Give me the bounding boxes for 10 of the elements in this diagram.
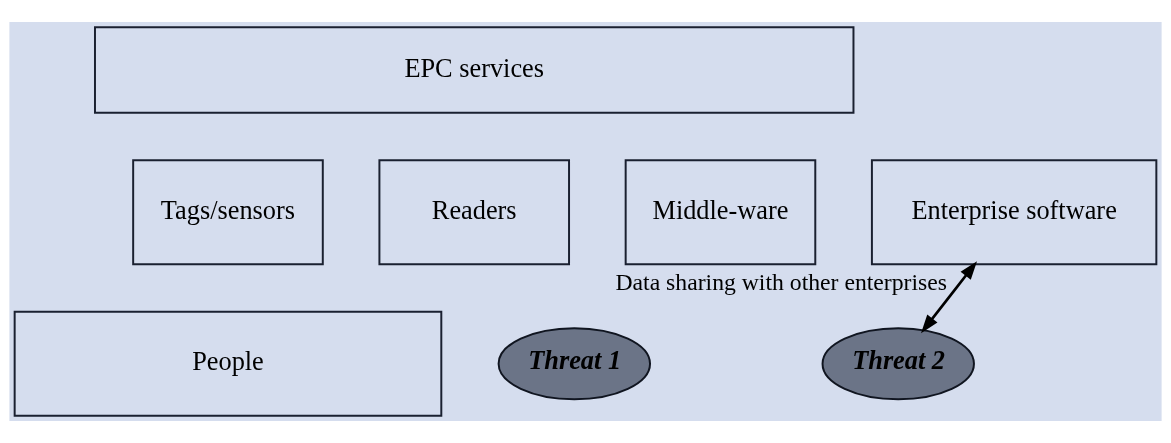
node-box: EPC services (94, 26, 855, 114)
node-box: Readers (378, 159, 571, 266)
node-box: People (13, 310, 443, 417)
node-ellipse: Threat 1 (497, 327, 651, 401)
node-box: Tags/sensors (132, 159, 324, 266)
node-ellipse: Threat 2 (821, 327, 975, 401)
node-box: Middle-ware (624, 159, 817, 266)
arrow (921, 261, 977, 334)
edge-label: Data sharing with other enterprises (615, 268, 948, 295)
node-box: Enterprise software (870, 159, 1158, 266)
